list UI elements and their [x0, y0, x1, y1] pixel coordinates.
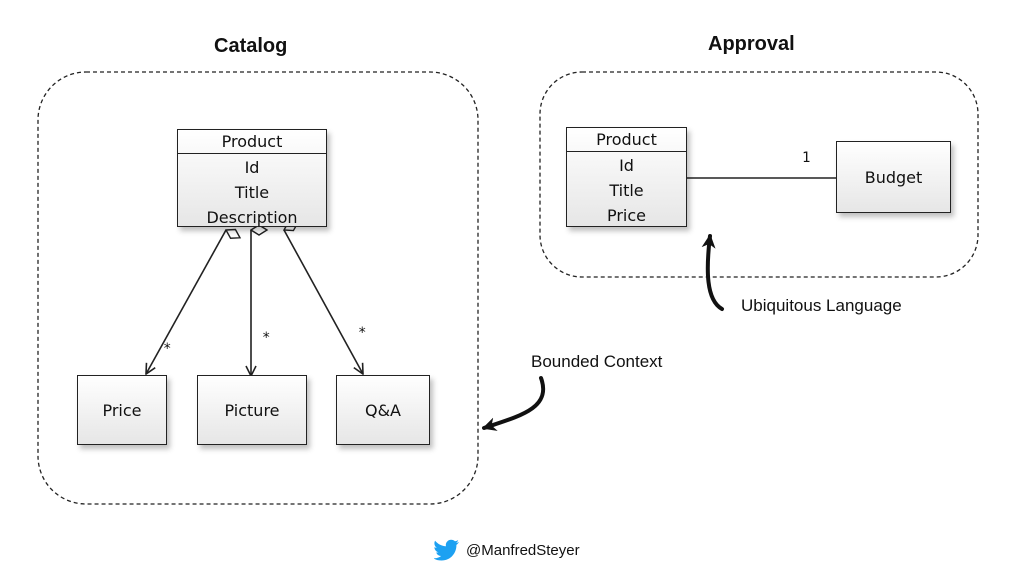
approval-product-attr-price: Price	[606, 206, 647, 225]
approval-product-name: Product	[567, 128, 686, 152]
catalog-product-class: Product Id Title Description	[177, 129, 327, 227]
catalog-product-attr-description: Description	[206, 208, 298, 227]
bounded-context-arrow	[482, 376, 545, 431]
catalog-product-attr-title: Title	[234, 183, 270, 202]
price-class: Price	[77, 375, 167, 445]
catalog-context-border	[37, 71, 479, 505]
approval-title: Approval	[708, 33, 795, 55]
picture-class: Picture	[197, 375, 307, 445]
qa-multiplicity: *	[358, 325, 367, 341]
catalog-title: Catalog	[214, 35, 288, 57]
catalog-product-attr-id: Id	[244, 158, 260, 177]
picture-multiplicity: *	[262, 330, 271, 346]
budget-multiplicity: 1	[802, 150, 811, 166]
twitter-bird-icon	[434, 539, 459, 561]
footer: @ManfredSteyer	[434, 539, 580, 561]
budget-class: Budget	[836, 141, 951, 213]
approval-context-border	[539, 71, 979, 278]
qa-class: Q&A	[336, 375, 430, 445]
catalog-product-name: Product	[178, 130, 326, 154]
approval-product-attr-title: Title	[609, 181, 644, 200]
approval-product-attr-id: Id	[619, 156, 634, 175]
footer-handle: @ManfredSteyer	[466, 541, 580, 559]
association-price	[146, 230, 226, 374]
ubiquitous-language-label: Ubiquitous Language	[741, 296, 902, 315]
association-qa	[284, 230, 363, 374]
approval-product-class: Product Id Title Price	[566, 127, 687, 227]
price-multiplicity: *	[163, 341, 172, 357]
ubiquitous-language-arrow	[701, 234, 724, 311]
bounded-context-label: Bounded Context	[531, 352, 663, 371]
